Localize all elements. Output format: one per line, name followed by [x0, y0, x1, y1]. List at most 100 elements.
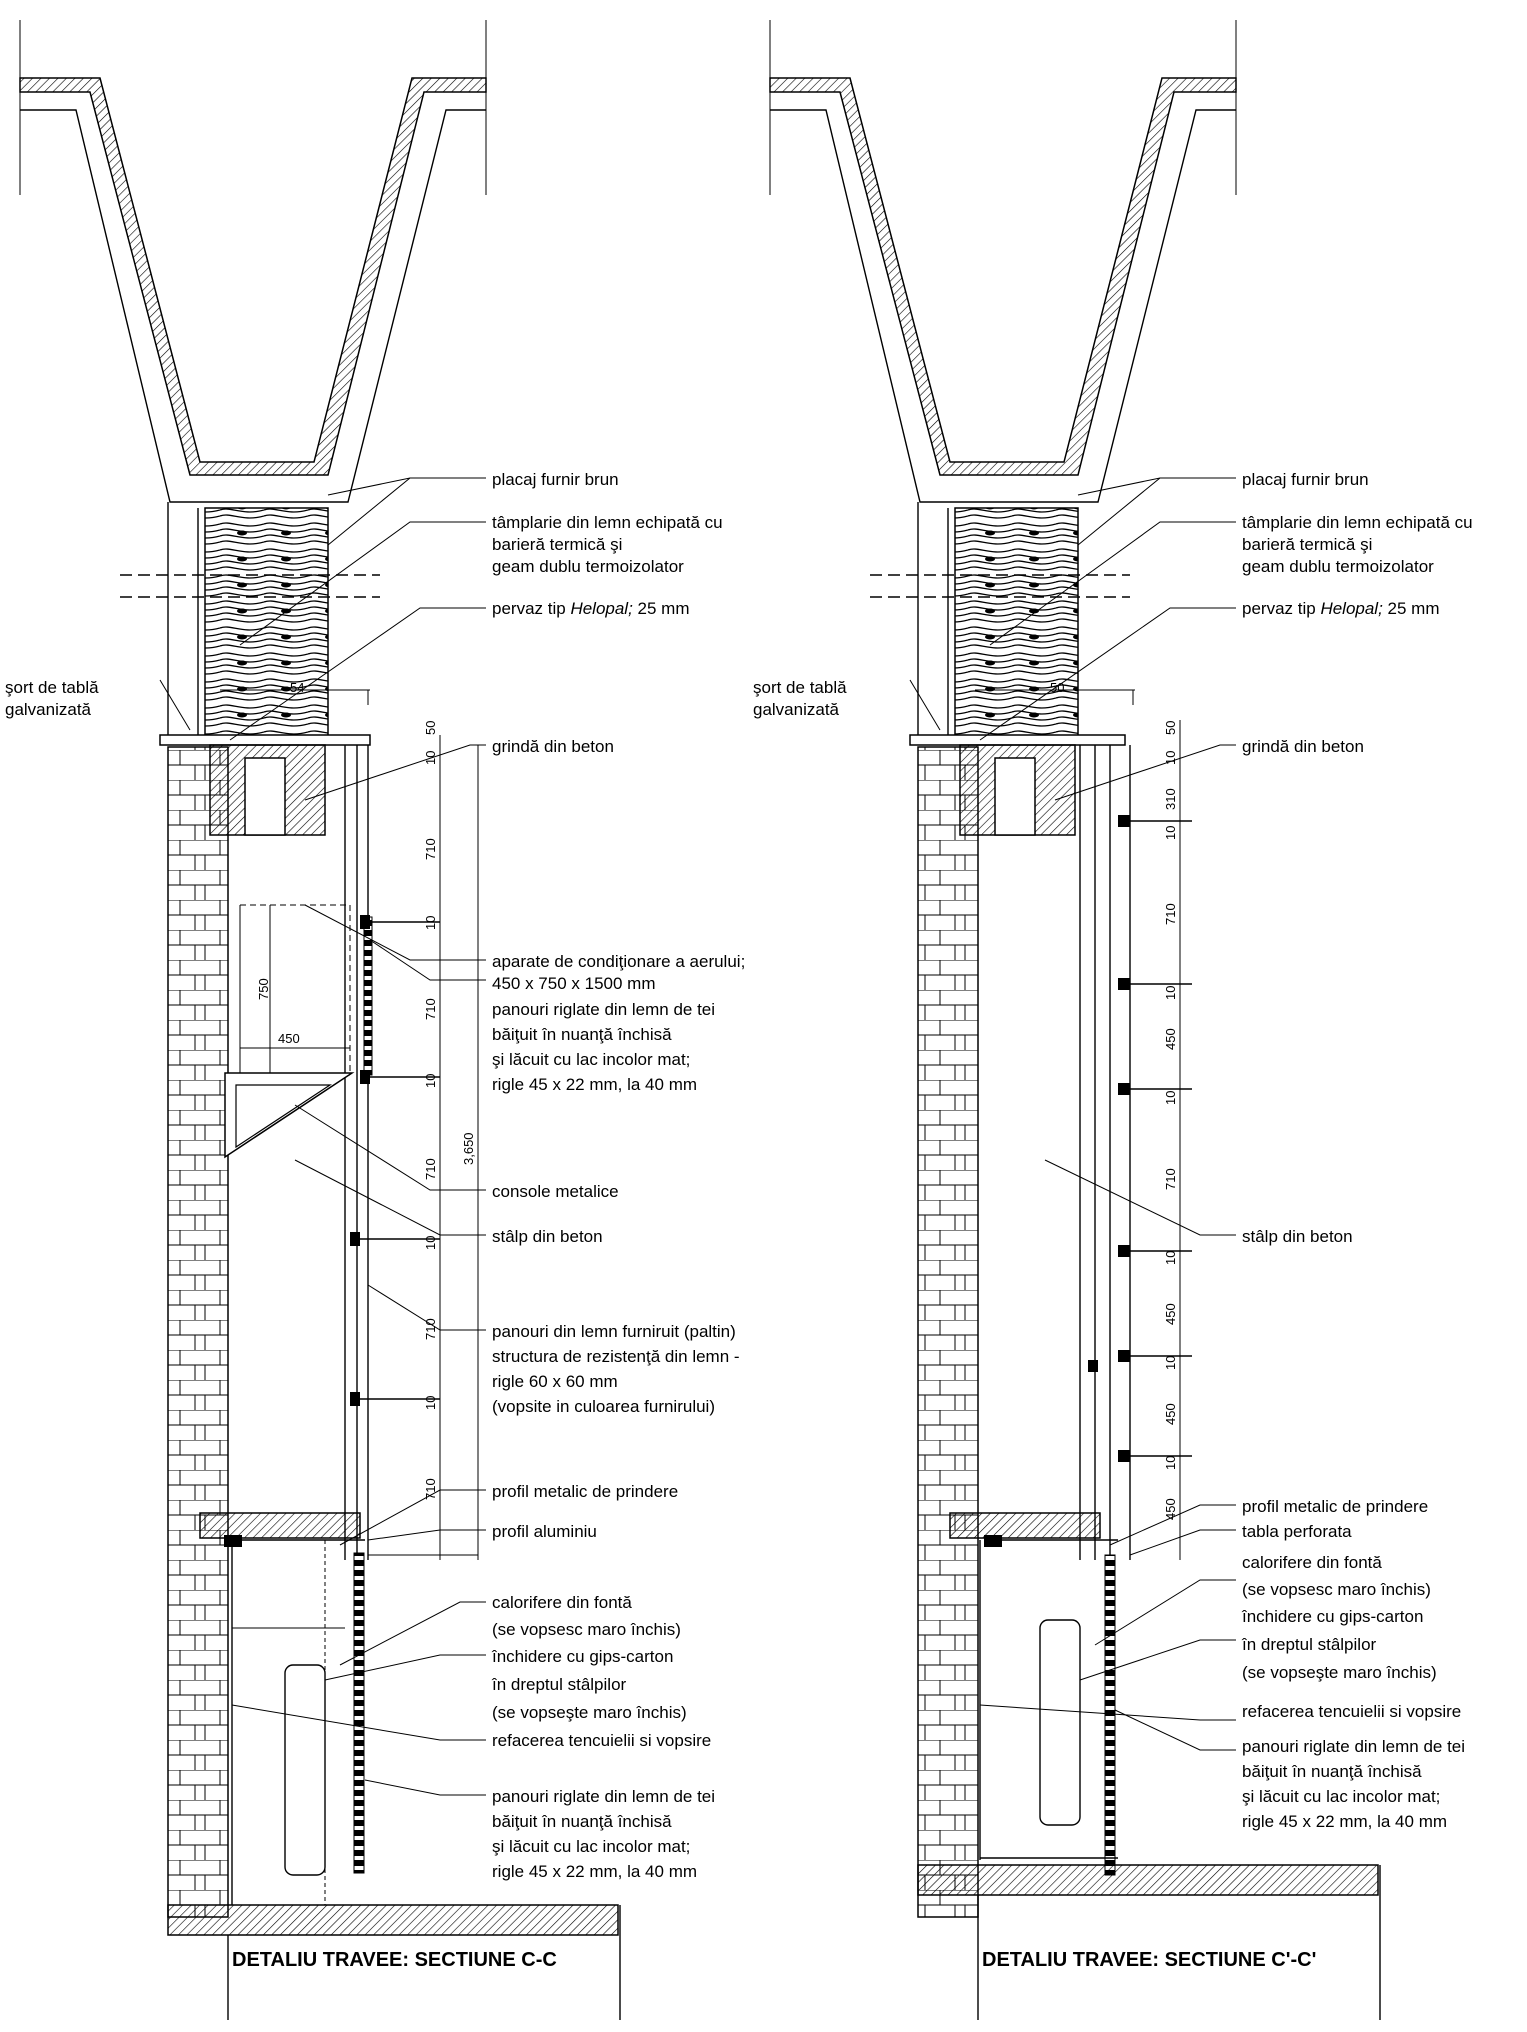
label-panouri-1: panouri riglate din lemn de tei	[492, 1000, 715, 1019]
svg-text:10: 10	[1163, 751, 1178, 765]
label-tamplarie-3: geam dublu termoizolator	[492, 557, 684, 576]
svg-text:10: 10	[423, 1236, 438, 1250]
label-calorifere-2: (se vopsesc maro închis)	[1242, 1580, 1431, 1599]
concrete-beam-right	[959, 744, 1076, 836]
svg-text:450: 450	[1163, 1028, 1178, 1050]
metal-console-left	[224, 1072, 355, 1159]
label-sort-1: şort de tablă	[5, 678, 99, 697]
label-panourib-4: rigle 45 x 22 mm, la 40 mm	[492, 1862, 697, 1881]
label-furniruit-3: rigle 60 x 60 mm	[492, 1372, 618, 1391]
brick-wall-right	[917, 746, 979, 1918]
concrete-beam-left	[209, 744, 326, 836]
label-panourib-1: panouri riglate din lemn de tei	[1242, 1737, 1465, 1756]
ribs-left	[350, 915, 440, 1406]
label-stalp: stâlp din beton	[1242, 1227, 1353, 1246]
label-furniruit-4: (vopsite in culoarea furnirului)	[492, 1397, 715, 1416]
label-inchidere-1: închidere cu gips-carton	[491, 1647, 673, 1666]
label-inchidere-3: (se vopseşte maro închis)	[492, 1703, 687, 1722]
label-inchidere-3: (se vopseşte maro închis)	[1242, 1663, 1437, 1682]
labels-right: placaj furnir brun tâmplarie din lemn ec…	[753, 470, 1473, 1831]
svg-text:710: 710	[1163, 903, 1178, 925]
label-furniruit-2: structura de rezistenţă din lemn -	[492, 1347, 740, 1366]
label-tabla: tabla perforata	[1242, 1522, 1352, 1541]
label-refacerea: refacerea tencuielii si vopsire	[1242, 1702, 1461, 1721]
svg-text:10: 10	[1163, 1091, 1178, 1105]
label-placaj: placaj furnir brun	[492, 470, 619, 489]
window-frame-left	[204, 507, 329, 739]
svg-text:710: 710	[423, 1478, 438, 1500]
label-panourib-2: băiţuit în nuanţă închisă	[492, 1812, 672, 1831]
title-left: DETALIU TRAVEE: SECTIUNE C-C	[232, 1949, 557, 1971]
label-pervaz: pervaz tip Helopal; 25 mm	[492, 599, 690, 618]
label-panourib-3: şi lăcuit cu lac incolor mat;	[1242, 1787, 1440, 1806]
svg-text:310: 310	[1163, 788, 1178, 810]
label-panourib-4: rigle 45 x 22 mm, la 40 mm	[1242, 1812, 1447, 1831]
label-tamplarie-2: barieră termică şi	[492, 535, 622, 554]
svg-text:10: 10	[1163, 1456, 1178, 1470]
label-console: console metalice	[492, 1182, 619, 1201]
leaders-right	[909, 477, 1236, 1751]
svg-text:50: 50	[423, 721, 438, 735]
label-panouri-4: rigle 45 x 22 mm, la 40 mm	[492, 1075, 697, 1094]
radiator-right	[1039, 1619, 1081, 1826]
label-profil-metalic: profil metalic de prindere	[1242, 1497, 1428, 1516]
label-calorifere-1: calorifere din fontă	[492, 1593, 632, 1612]
brick-wall-left	[167, 746, 229, 1918]
leaders-left	[159, 477, 486, 1796]
label-panouri-3: şi lăcuit cu lac incolor mat;	[492, 1050, 690, 1069]
svg-text:3,650: 3,650	[461, 1132, 476, 1165]
svg-text:710: 710	[423, 998, 438, 1020]
roof-shell-right	[769, 20, 1237, 503]
label-grinda: grindă din beton	[492, 737, 614, 756]
dim-ac-width: 450	[278, 1031, 300, 1046]
label-panourib-2: băiţuit în nuanţă închisă	[1242, 1762, 1422, 1781]
label-sort-1: şort de tablă	[753, 678, 847, 697]
svg-text:450: 450	[1163, 1403, 1178, 1425]
label-tamplarie-1: tâmplarie din lemn echipată cu	[1242, 513, 1473, 532]
label-tamplarie-3: geam dublu termoizolator	[1242, 557, 1434, 576]
label-panourib-1: panouri riglate din lemn de tei	[492, 1787, 715, 1806]
wood-panel-strip-lower-left	[353, 1552, 365, 1874]
svg-text:10: 10	[1163, 1251, 1178, 1265]
svg-text:710: 710	[1163, 1168, 1178, 1190]
svg-text:10: 10	[423, 916, 438, 930]
svg-text:10: 10	[423, 1396, 438, 1410]
label-stalp: stâlp din beton	[492, 1227, 603, 1246]
label-placaj: placaj furnir brun	[1242, 470, 1369, 489]
label-furniruit-1: panouri din lemn furniruit (paltin)	[492, 1322, 736, 1341]
label-grinda: grindă din beton	[1242, 737, 1364, 756]
label-sort-2: galvanizată	[5, 700, 92, 719]
label-inchidere-2: în dreptul stâlpilor	[491, 1675, 627, 1694]
svg-text:10: 10	[423, 1074, 438, 1088]
label-aparate-2: 450 x 750 x 1500 mm	[492, 974, 655, 993]
label-profil-metalic: profil metalic de prindere	[492, 1482, 678, 1501]
label-calorifere-1: calorifere din fontă	[1242, 1553, 1382, 1572]
svg-text:10: 10	[1163, 986, 1178, 1000]
labels-left: placaj furnir brun tâmplarie din lemn ec…	[5, 470, 745, 1881]
label-panourib-3: şi lăcuit cu lac incolor mat;	[492, 1837, 690, 1856]
label-tamplarie-2: barieră termică şi	[1242, 535, 1372, 554]
roof-shell-left	[19, 20, 487, 503]
window-frame-right	[954, 507, 1079, 739]
svg-text:710: 710	[423, 1158, 438, 1180]
label-refacerea: refacerea tencuielii si vopsire	[492, 1731, 711, 1750]
dimension-chain-left: 50 10 710 10 710 10 710 10 710 10 710 3,…	[220, 680, 479, 1560]
label-inchidere-1: închidere cu gips-carton	[1241, 1607, 1423, 1626]
label-pervaz: pervaz tip Helopal; 25 mm	[1242, 599, 1440, 618]
label-aparate-1: aparate de condiţionare a aerului;	[492, 952, 745, 971]
label-tamplarie-1: tâmplarie din lemn echipată cu	[492, 513, 723, 532]
dim-ac-height: 750	[256, 978, 271, 1000]
radiator-left	[284, 1664, 326, 1876]
ribs-right	[1088, 815, 1192, 1462]
svg-text:50: 50	[1163, 721, 1178, 735]
section-right: 50 10 310 10 710 10 450 10 710 10 450 10…	[753, 20, 1473, 2020]
svg-text:710: 710	[423, 1318, 438, 1340]
label-profil-aluminiu: profil aluminiu	[492, 1522, 597, 1541]
label-panouri-2: băiţuit în nuanţă închisă	[492, 1025, 672, 1044]
section-left: 750 450 50 10 710 10 710 10	[5, 20, 745, 2020]
dimension-chain-right: 50 10 310 10 710 10 450 10 710 10 450 10…	[975, 680, 1181, 1560]
svg-text:10: 10	[1163, 1356, 1178, 1370]
ac-unit-left: 750 450	[239, 904, 351, 1076]
svg-text:10: 10	[1163, 826, 1178, 840]
